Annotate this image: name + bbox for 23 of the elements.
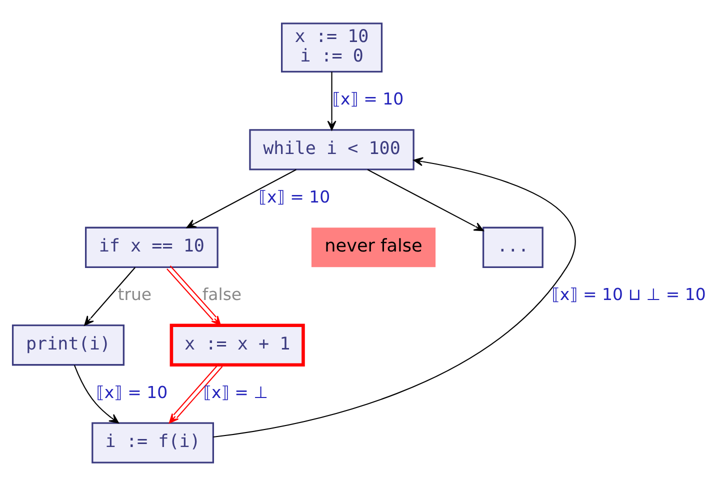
node-box: i := f(i)	[92, 422, 214, 464]
arrow	[166, 266, 221, 326]
edge-label: ⟦x⟧ = 10	[332, 90, 404, 109]
node-box: print(i)	[12, 324, 125, 366]
arrow	[84, 267, 136, 326]
arrow	[168, 363, 223, 424]
arrow	[327, 72, 336, 130]
arrow	[74, 364, 119, 424]
label: never false	[324, 236, 422, 257]
node-box: while i < 100	[249, 129, 414, 170]
edge-label: ⟦x⟧ = 10	[258, 187, 330, 206]
edge-label: ⟦x⟧ = ⊥	[203, 382, 268, 402]
node-box: if x == 10	[85, 226, 218, 268]
arrow	[367, 169, 484, 232]
edge-label: false	[202, 285, 242, 304]
edge-label: ⟦x⟧ = 10 ⊔ ⊥ = 10	[552, 285, 706, 304]
arrow	[186, 169, 296, 228]
node-box: ...	[482, 226, 544, 268]
edge-label: ⟦x⟧ = 10	[96, 382, 168, 402]
arrow	[213, 157, 576, 438]
edge-label: true	[118, 285, 152, 304]
node-box: x := 10 i := 0	[281, 22, 383, 73]
node-box: x := x + 1	[170, 324, 305, 367]
